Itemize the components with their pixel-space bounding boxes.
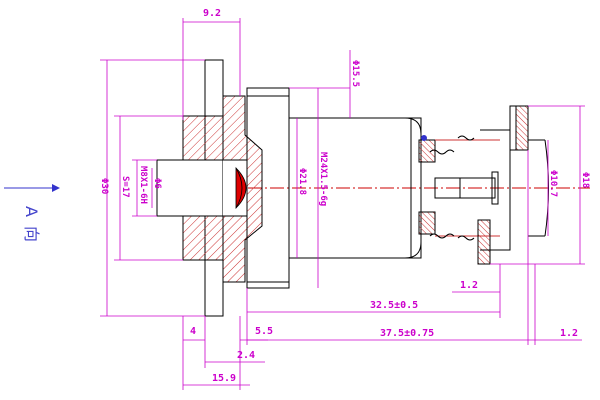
dim-1-2-top: 1.2 xyxy=(460,280,478,291)
seal-top xyxy=(418,139,436,163)
dim-37-5: 37.5±0.75 xyxy=(380,328,434,339)
dim-dia-6: Φ6 xyxy=(152,178,162,189)
view-label-letter: A xyxy=(22,206,41,217)
dim-2-4: 2.4 xyxy=(237,350,255,361)
seal-bottom xyxy=(418,211,436,235)
dim-dia-21-8: Φ21.8 xyxy=(297,168,307,195)
dim-m8-thread: M8X1-6H xyxy=(138,166,148,204)
dim-32-5: 32.5±0.5 xyxy=(370,300,418,311)
dim-4: 4 xyxy=(190,326,196,337)
shaft xyxy=(434,177,496,199)
dim-dia-15-5: Φ15.5 xyxy=(350,60,360,87)
view-label-char: 向 xyxy=(22,226,41,242)
right-disc xyxy=(477,105,549,265)
dim-s17: S=17 xyxy=(120,176,130,198)
thread-body xyxy=(246,87,422,289)
dim-dia-30: Φ30 xyxy=(99,178,109,194)
dim-dia-10-7: Φ10.7 xyxy=(548,170,558,197)
dim-m24-thread: M24X1.5-6g xyxy=(318,152,328,206)
o-ring xyxy=(421,135,427,141)
dim-top-width: 9.2 xyxy=(203,8,221,19)
dim-dia-18: Φ18 xyxy=(580,172,590,188)
dim-1-2-right: 1.2 xyxy=(560,328,578,339)
dim-15-9: 15.9 xyxy=(212,373,236,384)
dimension-lines xyxy=(100,18,585,390)
view-direction-arrow xyxy=(4,184,60,192)
dim-5-5: 5.5 xyxy=(255,326,273,337)
